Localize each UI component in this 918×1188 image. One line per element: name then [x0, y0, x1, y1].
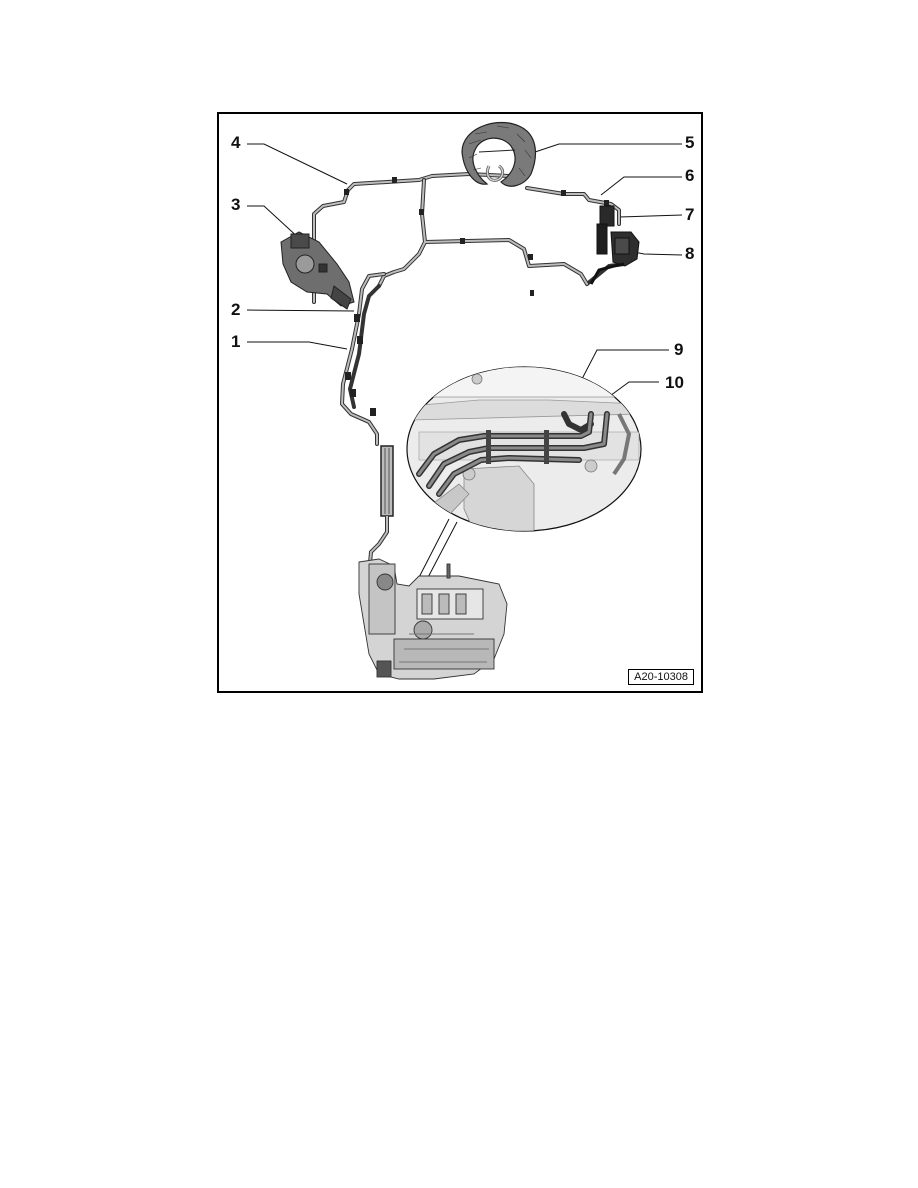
- component-7-8: [589, 205, 640, 285]
- callout-4: 4: [231, 133, 241, 152]
- callout-1: 1: [231, 332, 241, 351]
- pipe-clips: [344, 177, 609, 416]
- fuel-line-routing-illustration: [246, 121, 683, 680]
- callout-3: 3: [231, 195, 241, 214]
- engine-block: [358, 558, 508, 680]
- diagram-figure: 1 2 3 4 5 6 7 8 9 10 A20-10308: [217, 112, 703, 693]
- pipe-to-engine: [367, 445, 394, 575]
- component-3: [280, 231, 355, 310]
- callout-7: 7: [685, 205, 695, 224]
- callout-5: 5: [685, 133, 695, 152]
- callout-2: 2: [231, 300, 241, 319]
- callout-10: 10: [665, 373, 684, 392]
- callout-8: 8: [685, 244, 695, 263]
- figure-reference-id: A20-10308: [628, 669, 694, 685]
- callout-6: 6: [685, 166, 695, 185]
- callout-9: 9: [674, 340, 684, 359]
- magnified-inset: [406, 366, 642, 532]
- component-5: [461, 121, 537, 187]
